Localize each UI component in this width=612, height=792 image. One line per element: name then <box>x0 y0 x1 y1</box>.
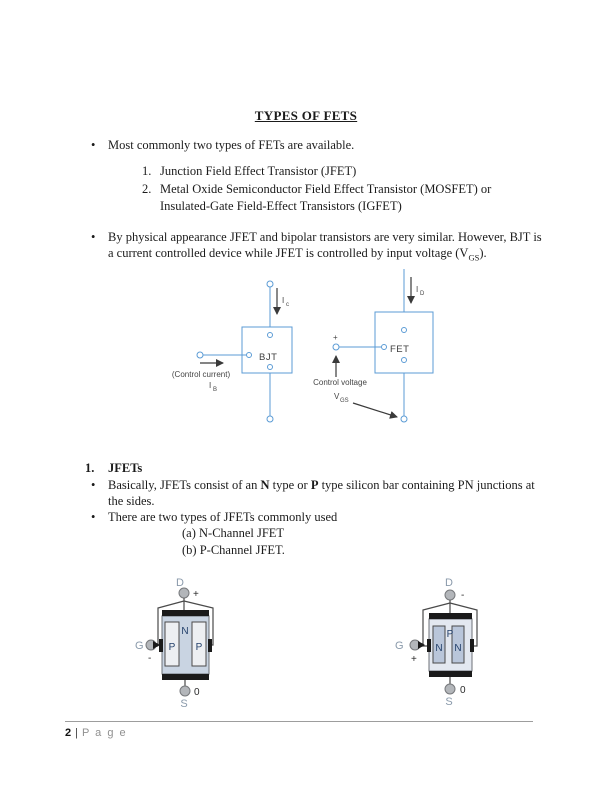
n-type-bold: N <box>260 478 270 492</box>
pjfet-structure: D - P N N G + 0 S <box>395 577 478 708</box>
gate-minus-sign: - <box>148 653 151 664</box>
item-number: 2. <box>142 182 152 196</box>
vgs-subscript: GS <box>340 398 349 404</box>
drain-contact <box>162 610 209 616</box>
n-gate-region-right <box>451 625 465 664</box>
item-number: 1. <box>142 164 152 178</box>
bjt-fet-comparison-diagram: I c BJT (Control current) I B I D FET + … <box>172 269 434 423</box>
gate-label: G <box>395 640 404 652</box>
drain-minus-sign: - <box>461 590 464 601</box>
gate-letter-right: N <box>454 643 461 654</box>
bjt-symbol <box>196 280 293 423</box>
intro-bullet-text: Most commonly two types of FETs are avai… <box>108 138 355 152</box>
drain-label: D <box>445 577 453 589</box>
text-segment: type silicon bar containing PN junctions… <box>108 478 535 508</box>
pchannel-jfet-diagram: D - P N N G + 0 S <box>395 577 478 708</box>
appearance-bullet-text: By physical appearance JFET and bipolar … <box>108 229 549 266</box>
jfet-types-text: There are two types of JFETs commonly us… <box>108 510 338 524</box>
drain-plus-sign: + <box>193 589 199 600</box>
drain-terminal <box>178 587 190 599</box>
item-text: Metal Oxide Semiconductor Field Effect T… <box>160 182 492 213</box>
text-segment: type or <box>269 478 311 492</box>
id-current-label: I <box>416 285 418 294</box>
source-contact <box>162 674 209 680</box>
p-gate-region-left <box>164 621 180 667</box>
gate-contact-left <box>427 639 431 652</box>
text-segment: By physical appearance JFET and bipolar … <box>108 230 542 260</box>
gate-letter-right: P <box>196 642 203 653</box>
fet-box-label: FET <box>390 344 409 355</box>
gate-terminal <box>409 639 421 651</box>
jfet-types-bullet: • There are two types of JFETs commonly … <box>91 509 549 525</box>
text-segment: Basically, JFETs consist of an <box>108 478 261 492</box>
gate-label: G <box>135 640 144 652</box>
junction-dot <box>420 643 424 647</box>
text-segment: ). <box>479 246 487 260</box>
bullet-dot: • <box>91 230 96 244</box>
p-type-bold: P <box>310 478 319 492</box>
channel-letter: P <box>447 629 454 640</box>
control-current-label: (Control current) <box>172 370 231 379</box>
n-gate-region-left <box>432 625 446 664</box>
fet-type-item: 1. Junction Field Effect Transistor (JFE… <box>142 163 544 180</box>
source-label: S <box>445 696 452 708</box>
bullet-dot: • <box>91 478 96 492</box>
id-current-subscript: D <box>420 291 425 297</box>
control-voltage-label: Control voltage <box>313 378 367 387</box>
ib-current-subscript: B <box>213 387 217 393</box>
source-label: S <box>180 698 187 710</box>
heading-number: 1. <box>85 461 95 475</box>
intro-bullet: • Most commonly two types of FETs are av… <box>91 137 549 153</box>
fet-type-item: 2. Metal Oxide Semiconductor Field Effec… <box>142 181 544 215</box>
item-text: Junction Field Effect Transistor (JFET) <box>160 164 357 178</box>
ic-current-subscript: c <box>286 302 289 308</box>
drain-label: D <box>176 577 184 589</box>
ic-current-label: I <box>282 296 284 305</box>
fet-annotations <box>332 277 415 419</box>
page-footer: 2|P a g e <box>65 721 533 739</box>
heading-text: JFETs <box>108 461 143 475</box>
ib-current-label: I <box>209 381 211 390</box>
source-terminal <box>444 683 456 695</box>
plus-sign: + <box>333 333 338 342</box>
zero-label: 0 <box>194 687 200 698</box>
gate-letter-left: P <box>169 642 176 653</box>
gate-letter-left: N <box>435 643 442 654</box>
page-number: 2 <box>65 727 72 739</box>
bjt-box-label: BJT <box>259 352 277 363</box>
jfet-subitem-b: (b) P-Channel JFET. <box>182 543 285 557</box>
bullet-dot: • <box>91 510 96 524</box>
fet-types-list: 1. Junction Field Effect Transistor (JFE… <box>142 163 544 216</box>
gate-terminal <box>145 639 157 651</box>
bullet-dot: • <box>91 138 96 152</box>
gate-contact-right <box>208 639 212 652</box>
njfet-structure: D + N P P G - 0 S <box>135 577 214 710</box>
junction-dot <box>155 643 159 647</box>
gate-contact-left <box>159 639 163 652</box>
footer-page-word: P a g e <box>81 727 128 739</box>
jfet-basics-bullet: • Basically, JFETs consist of an N type … <box>91 477 549 509</box>
drain-contact <box>429 613 472 619</box>
bjt-annotations <box>200 288 281 367</box>
jfet-basics-text: Basically, JFETs consist of an N type or… <box>108 477 549 509</box>
gate-contact-right <box>470 639 474 652</box>
channel-letter: N <box>181 626 188 637</box>
source-contact <box>429 671 472 677</box>
vgs-subscript: GS <box>468 252 480 263</box>
drain-terminal <box>444 589 456 601</box>
p-gate-region-right <box>191 621 207 667</box>
gate-plus-sign: + <box>411 654 417 665</box>
page-title: TYPES OF FETS <box>254 108 358 123</box>
source-terminal <box>179 685 191 697</box>
jfet-subitem-a: (a) N-Channel JFET <box>182 526 285 540</box>
vgs-label: V <box>334 392 340 401</box>
zero-label: 0 <box>460 685 466 696</box>
appearance-bullet: • By physical appearance JFET and bipola… <box>91 229 549 266</box>
fet-symbol <box>332 269 434 423</box>
nchannel-jfet-diagram: D + N P P G - 0 S <box>135 577 214 710</box>
jfets-heading: 1. JFETs <box>85 461 142 476</box>
footer-divider: | <box>75 727 78 739</box>
